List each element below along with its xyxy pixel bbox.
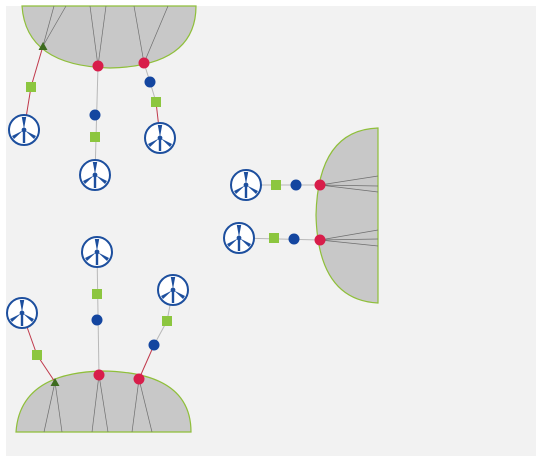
green-square-node (269, 233, 279, 243)
green-square-node (162, 316, 172, 326)
blue-circle-node (144, 76, 156, 88)
hub-top-body (21, 5, 197, 69)
red-circle-node (92, 60, 104, 72)
blue-circle-node (91, 314, 103, 326)
chain-top-middle (78, 60, 112, 192)
chain-bottom-right (133, 273, 190, 385)
chain-top-left (7, 42, 48, 147)
green-square-node (92, 289, 102, 299)
blue-circle-node (148, 339, 160, 351)
green-square-node (271, 180, 281, 190)
blue-circle-node (290, 179, 302, 191)
wind-turbine-icon (143, 121, 177, 155)
hub-right-body (315, 127, 379, 304)
red-circle-node (314, 179, 326, 191)
green-square-node (90, 132, 100, 142)
dark-green-triangle-node (50, 378, 60, 386)
red-circle-node (93, 369, 105, 381)
chain-right-lower (222, 221, 326, 255)
blue-circle-node (89, 109, 101, 121)
red-circle-node (138, 57, 150, 69)
dark-green-triangle-node (38, 42, 48, 50)
chain-bottom-left (5, 296, 60, 386)
chain-top-right (138, 57, 177, 155)
hub-top-spokes (42, 5, 169, 67)
hub-right (315, 127, 379, 304)
wind-turbine-icon (229, 168, 263, 202)
chain-bottom-middle (80, 235, 114, 381)
wind-turbine-icon (78, 158, 112, 192)
chain-right-upper (229, 168, 326, 202)
green-square-node (26, 82, 36, 92)
wind-turbine-icon (5, 296, 39, 330)
wind-turbine-icon (7, 113, 41, 147)
blue-circle-node (288, 233, 300, 245)
hub-right-spokes (319, 175, 379, 247)
wind-turbine-icon (80, 235, 114, 269)
green-square-node (32, 350, 42, 360)
hub-bottom-spokes (43, 374, 153, 433)
red-circle-node (314, 234, 326, 246)
red-circle-node (133, 373, 145, 385)
wind-turbine-icon (156, 273, 190, 307)
green-square-node (151, 97, 161, 107)
hub-top (21, 5, 197, 69)
wind-turbine-icon (222, 221, 256, 255)
